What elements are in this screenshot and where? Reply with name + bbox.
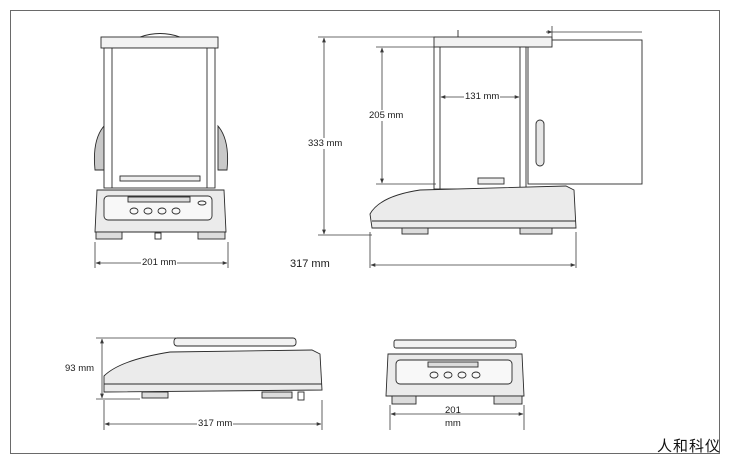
bottom-depth-label: 317 mm <box>197 418 234 429</box>
door-height-label: 205 mm <box>368 110 405 121</box>
brand-watermark: 人和科仪 <box>656 437 721 455</box>
chamber-depth-label: 131 mm <box>464 91 501 102</box>
bottom-front-dimensions <box>389 405 525 430</box>
front-view <box>93 33 229 240</box>
side-depth-label: 317 mm <box>290 258 330 270</box>
side-height-label: 333 mm <box>307 138 344 149</box>
bottom-front-width-number: 201 <box>445 405 461 416</box>
bottom-side-view <box>103 337 323 401</box>
front-width-label: 201 mm <box>141 257 178 268</box>
bottom-height-label: 93 mm <box>65 363 95 374</box>
bottom-front-width-unit: mm <box>445 418 461 429</box>
drawing-frame <box>10 10 720 454</box>
side-dimensions <box>318 26 642 268</box>
side-view <box>369 30 643 235</box>
bottom-front-view <box>385 339 525 405</box>
